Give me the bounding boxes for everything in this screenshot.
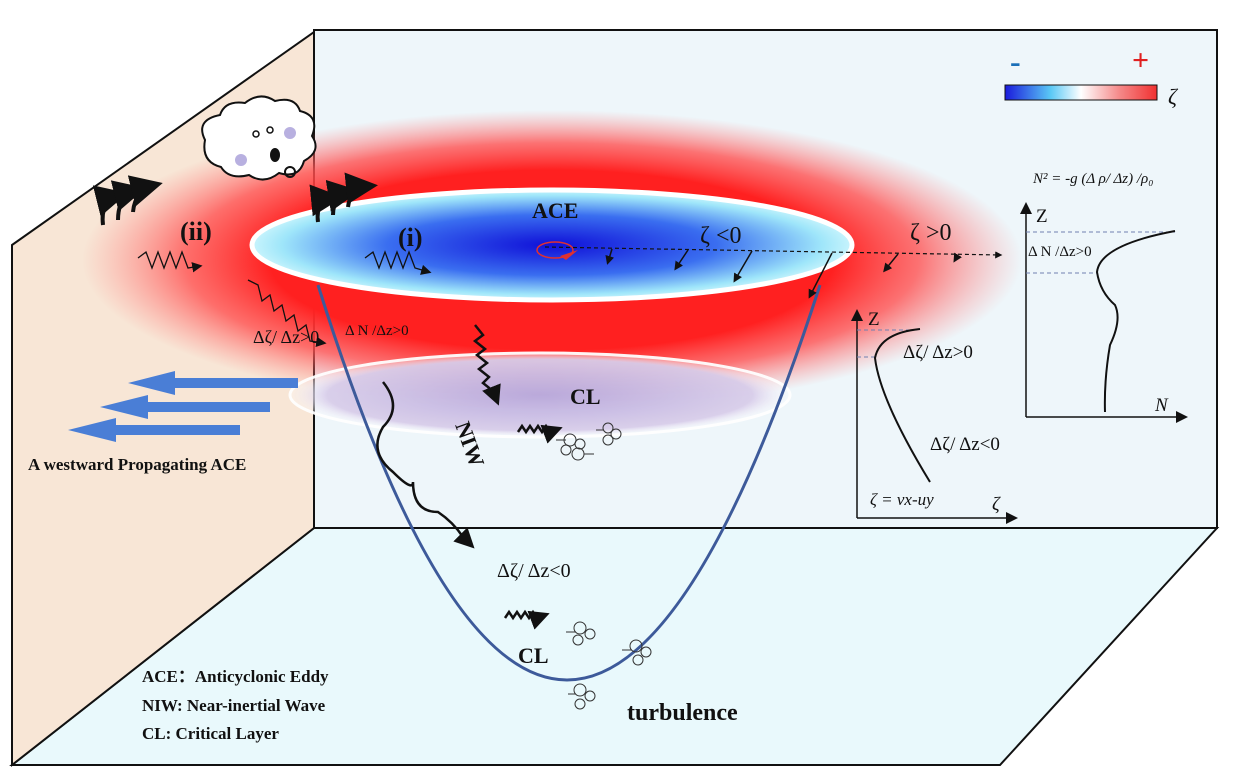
zeta-profile-plot: Z ζ Δζ/ Δz>0 Δζ/ Δz<0 ζ = vx-uy [851,309,1018,524]
cloud-face-icon [201,95,317,181]
label-i: (i) [398,223,423,252]
dn-positive-label: Δ N /Δz>0 [345,323,409,339]
cl-lower-label: CL [518,643,549,668]
colorbar-plus: + [1132,44,1149,77]
rotation-icon [536,241,574,259]
westward-label: A westward Propagating ACE [28,455,246,474]
niw-downward-arrow [472,324,501,406]
zeta-axis-x: ζ [992,494,1001,515]
ace-label: ACE [532,198,578,223]
zeta-positive-label: ζ >0 [910,220,951,246]
turbulence-label: turbulence [627,700,738,726]
vorticity-colorbar [1004,84,1158,101]
radial-dashed-line [544,246,1003,259]
n-axis-z: Z [1036,206,1048,227]
dzeta-positive-label: Δζ/ Δz>0 [253,327,319,347]
westward-arrows [68,371,298,442]
zeta-upper-label: Δζ/ Δz>0 [903,342,973,363]
turbulence-icon [556,422,652,710]
eddy-core [249,187,855,303]
colorbar-symbol: ζ [1168,84,1179,109]
niw-deep-arrow [376,381,475,549]
cl-upper-label: CL [570,384,601,409]
colorbar-minus: - [1010,43,1021,79]
n-gradient-label: Δ N /Δz>0 [1028,244,1092,260]
cl-wave-arrow-upper [516,423,563,444]
n-profile-plot: N² = -g (Δ ρ/ Δz) /ρ₀ Z N Δ N /Δz>0 [1020,171,1188,423]
wind-icon [92,172,378,226]
zeta-lower-label: Δζ/ Δz<0 [930,434,1000,455]
n-formula: N² = -g (Δ ρ/ Δz) /ρ₀ [1032,171,1153,187]
legend-niw: NIW: Near-inertial Wave [142,696,326,715]
cl-wave-arrow-lower [503,609,550,630]
zeta-definition: ζ = vx-uy [870,490,934,509]
niw-wave-arrows [137,250,432,348]
velocity-arrows [605,248,962,299]
zeta-axis-z: Z [868,309,880,330]
n-axis-x: N [1154,395,1169,416]
dzeta-negative-label: Δζ/ Δz<0 [497,560,571,582]
zeta-negative-label: ζ <0 [700,223,741,249]
eddy-bowl-curve [316,284,822,682]
legend-cl: CL: Critical Layer [142,724,279,743]
label-ii: (ii) [180,217,212,246]
lower-eddy-layer [288,351,792,439]
legend-ace: ACE：Anticyclonic Eddy [142,667,329,686]
